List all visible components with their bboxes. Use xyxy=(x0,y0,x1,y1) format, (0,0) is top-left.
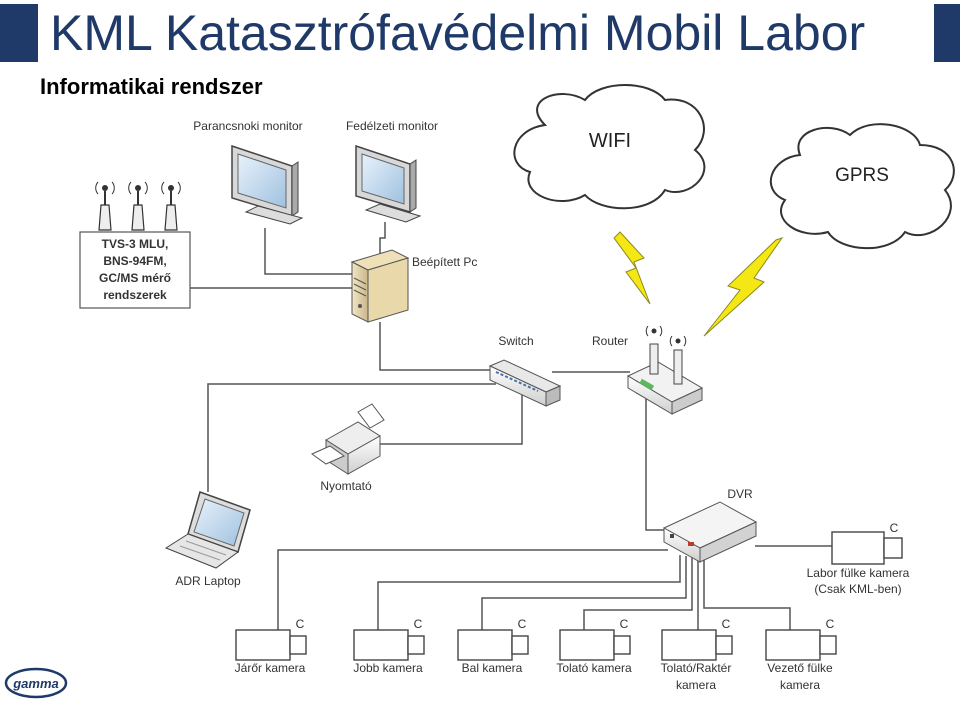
line-printer-switch xyxy=(380,394,523,445)
title-accent-right xyxy=(934,4,960,62)
title-accent-left xyxy=(0,4,38,62)
lab-camera-label-1: Labor fülke kamera xyxy=(807,566,910,580)
antenna-1-icon xyxy=(95,181,115,231)
line-dvr-cam6 xyxy=(703,558,791,630)
camera-label: kamera xyxy=(676,678,716,692)
wifi-cloud-shape xyxy=(513,84,706,210)
lab-camera-label-2: (Csak KML-ben) xyxy=(814,582,901,596)
camera-icon xyxy=(661,629,717,661)
laptop-icon xyxy=(164,491,251,569)
measurement-line-4: rendszerek xyxy=(103,288,167,302)
line-dvr-cam2 xyxy=(377,555,681,630)
monitor-icon xyxy=(355,144,422,223)
measurement-line-2: BNS-94FM, xyxy=(103,254,166,268)
camera-label: Tolató kamera xyxy=(556,661,632,675)
measurement-box: TVS-3 MLU, BNS-94FM, GC/MS mérő rendszer… xyxy=(79,231,191,309)
title-banner: KML Katasztrófavédelmi Mobil Labor xyxy=(0,0,960,70)
page-title: KML Katasztrófavédelmi Mobil Labor xyxy=(50,5,866,61)
camera-icon xyxy=(765,629,821,661)
camera-letter: C xyxy=(722,617,731,631)
antenna-2-icon xyxy=(128,181,148,231)
router-label: Router xyxy=(592,334,628,348)
adr-laptop: ADR Laptop xyxy=(164,491,251,588)
command-monitor-label: Parancsnoki monitor xyxy=(193,119,302,133)
dvr: DVR xyxy=(662,487,758,563)
switch-icon xyxy=(488,359,562,407)
connection-lines xyxy=(190,222,832,630)
camera-label: Vezető fülke xyxy=(767,661,833,675)
gamma-logo-icon: gamma xyxy=(4,667,68,699)
gprs-lightning-icon xyxy=(703,237,784,337)
camera-letter: C xyxy=(826,617,835,631)
camera-row: C Járőr kamera C Jobb kamera C Bal kamera C Tol… xyxy=(235,617,837,692)
camera-lens-icon xyxy=(715,635,733,655)
line-router-dvr xyxy=(645,396,666,531)
switch-label: Switch xyxy=(498,334,533,348)
builtin-pc: Beépített Pc xyxy=(350,249,477,323)
logo-text: gamma xyxy=(12,676,59,691)
camera: C Tolató kamera xyxy=(556,617,632,675)
printer-icon xyxy=(310,403,385,475)
camera-lens-icon xyxy=(289,635,307,655)
measurement-antennas-icon xyxy=(95,181,181,231)
camera-label: Bal kamera xyxy=(462,661,523,675)
camera: C Bal kamera xyxy=(457,617,529,675)
camera-label: kamera xyxy=(780,678,820,692)
dash-monitor-label: Fedélzeti monitor xyxy=(346,119,438,133)
camera: C Tolató/Raktér kamera xyxy=(661,617,733,692)
measurement-line-1: TVS-3 MLU, xyxy=(102,237,169,251)
antenna-3-icon xyxy=(161,181,181,231)
dash-monitor: Fedélzeti monitor xyxy=(346,119,438,223)
dvr-icon xyxy=(662,501,758,563)
switch: Switch xyxy=(488,334,562,407)
camera-icon xyxy=(831,531,885,565)
line-dvr-cam4 xyxy=(583,557,693,630)
monitor-icon xyxy=(231,144,304,225)
camera-letter: C xyxy=(518,617,527,631)
camera: C Vezető fülke kamera xyxy=(765,617,837,692)
dvr-label: DVR xyxy=(727,487,753,501)
gprs-cloud: GPRS xyxy=(769,123,955,250)
camera-icon xyxy=(559,629,615,661)
printer-label: Nyomtató xyxy=(320,479,372,493)
camera-letter: C xyxy=(296,617,305,631)
command-monitor: Parancsnoki monitor xyxy=(193,119,304,225)
camera-letter: C xyxy=(414,617,423,631)
line-pc-switch xyxy=(379,322,490,371)
page-subtitle: Informatikai rendszer xyxy=(40,74,263,99)
line-cmd-monitor-pc xyxy=(264,228,358,275)
camera-icon xyxy=(235,629,291,661)
camera-lens-icon xyxy=(613,635,631,655)
gprs-label: GPRS xyxy=(835,165,889,186)
adr-laptop-label: ADR Laptop xyxy=(175,574,241,588)
line-dvr-cam3 xyxy=(481,556,687,630)
builtin-pc-label: Beépített Pc xyxy=(412,255,477,269)
line-dash-monitor-pc xyxy=(379,222,386,256)
pc-tower-icon xyxy=(350,249,410,323)
camera: C Járőr kamera xyxy=(235,617,307,675)
lab-camera: C Labor fülke kamera (Csak KML-ben) xyxy=(807,521,910,596)
camera-label: Járőr kamera xyxy=(235,661,306,675)
measurement-line-3: GC/MS mérő xyxy=(99,271,171,285)
camera-icon xyxy=(353,629,409,661)
line-dvr-cam1 xyxy=(277,549,668,630)
camera-lens-icon xyxy=(407,635,425,655)
wifi-lightning-icon xyxy=(613,231,651,305)
camera-label: Jobb kamera xyxy=(353,661,423,675)
camera-letter: C xyxy=(620,617,629,631)
gprs-cloud-shape xyxy=(769,123,955,250)
camera-icon xyxy=(457,629,513,661)
wifi-label: WIFI xyxy=(589,130,631,152)
camera-label: Tolató/Raktér xyxy=(661,661,732,675)
router-icon xyxy=(626,325,704,415)
printer: Nyomtató xyxy=(310,403,385,493)
camera-lens-icon xyxy=(511,635,529,655)
camera-lens-icon xyxy=(819,635,837,655)
line-laptop-switch xyxy=(207,383,496,492)
camera: C Jobb kamera xyxy=(353,617,425,675)
wifi-cloud: WIFI xyxy=(513,84,706,210)
router: Router xyxy=(592,325,704,415)
lab-camera-letter: C xyxy=(890,521,899,535)
